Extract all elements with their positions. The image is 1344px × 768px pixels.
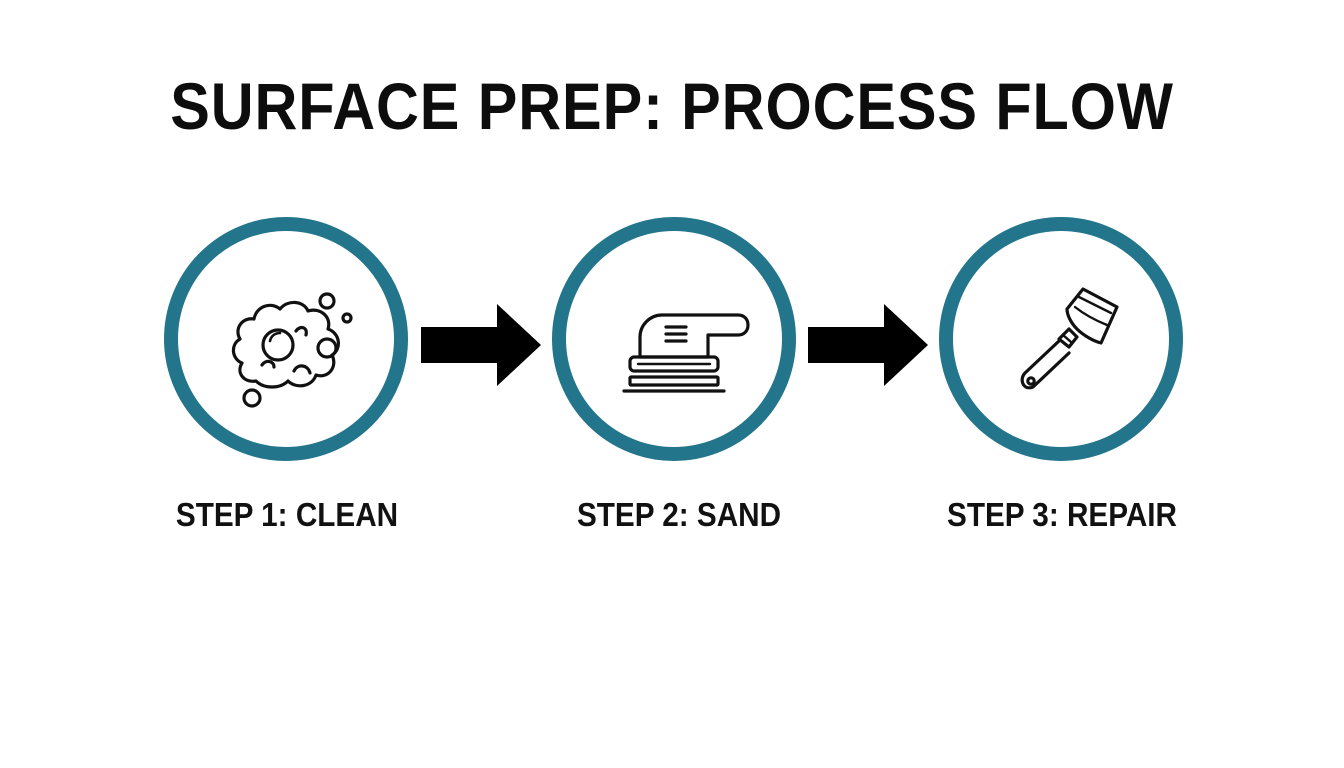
page-title: SURFACE PREP: PROCESS FLOW xyxy=(170,69,1174,143)
step-1-circle xyxy=(164,217,408,461)
step-3-circle xyxy=(939,217,1183,461)
arrow-right-icon xyxy=(421,304,541,386)
soap-bubbles-icon xyxy=(231,292,353,408)
step-1-label: STEP 1: CLEAN xyxy=(175,496,399,533)
arrow-right-icon xyxy=(808,304,928,386)
step-3-label: STEP 3: REPAIR xyxy=(947,496,1177,533)
orbital-sander-icon xyxy=(622,313,750,393)
step-2-circle xyxy=(552,217,796,461)
putty-knife-icon xyxy=(1020,287,1119,390)
step-2-label: STEP 2: SAND xyxy=(576,496,782,533)
